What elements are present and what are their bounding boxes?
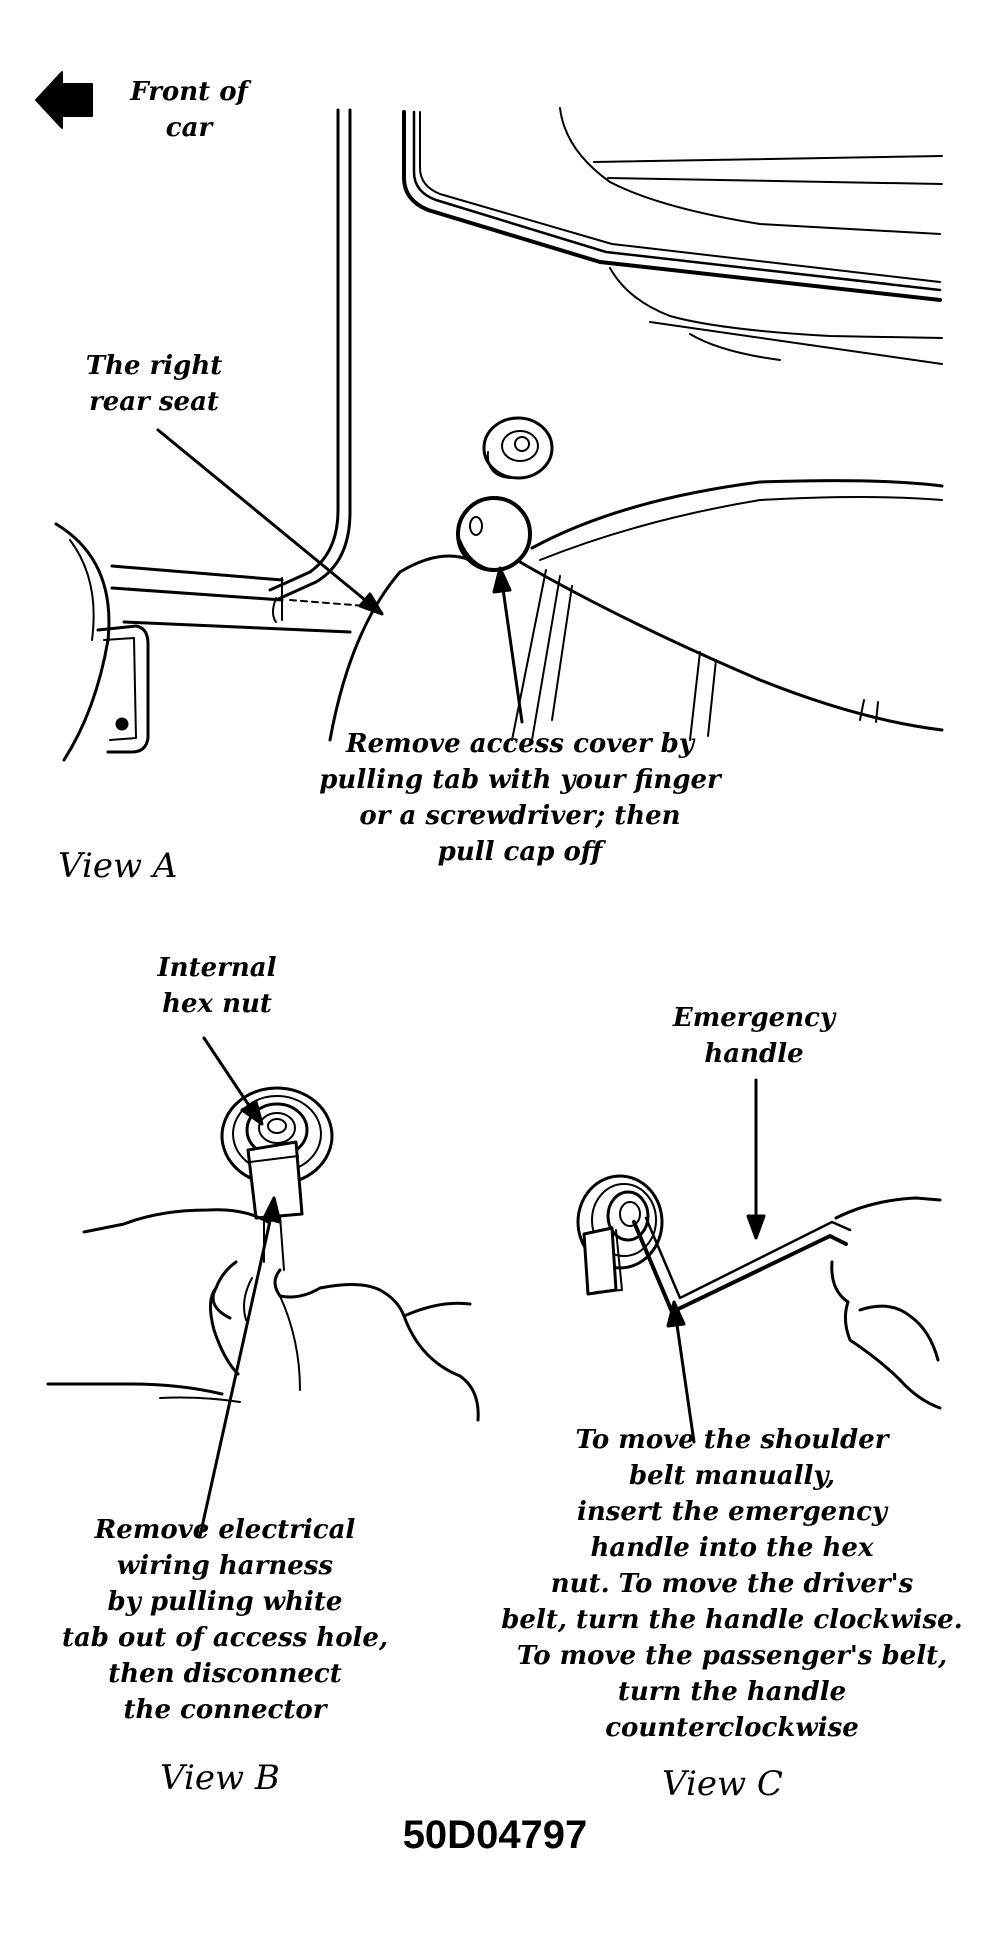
view-a-drawing [54, 107, 944, 762]
view-b-leaders [198, 1036, 282, 1538]
view-a-label: View A [58, 846, 178, 886]
label-right-rear-seat: The right rear seat [85, 351, 223, 417]
figure-code: 50D04797 [402, 1813, 588, 1857]
view-a-leaders [156, 428, 524, 724]
label-remove-wiring-harness: Remove electrical wiring harness by pull… [61, 1515, 389, 1725]
view-b-label: View B [160, 1758, 280, 1798]
left-arrow-icon [35, 71, 93, 129]
view-b-drawing [46, 1086, 480, 1422]
label-remove-access-cover: Remove access cover by pulling tab with … [319, 729, 721, 867]
label-move-shoulder-belt: To move the shoulder belt manually, inse… [501, 1425, 963, 1743]
label-emergency-handle: Emergency handle [672, 1003, 836, 1069]
view-c-drawing [576, 1174, 942, 1410]
view-c-label: View C [662, 1764, 783, 1804]
label-front-of-car: Front of car [130, 77, 248, 143]
label-internal-hex-nut: Internal hex nut [157, 953, 277, 1019]
view-c-leaders [666, 1078, 766, 1444]
